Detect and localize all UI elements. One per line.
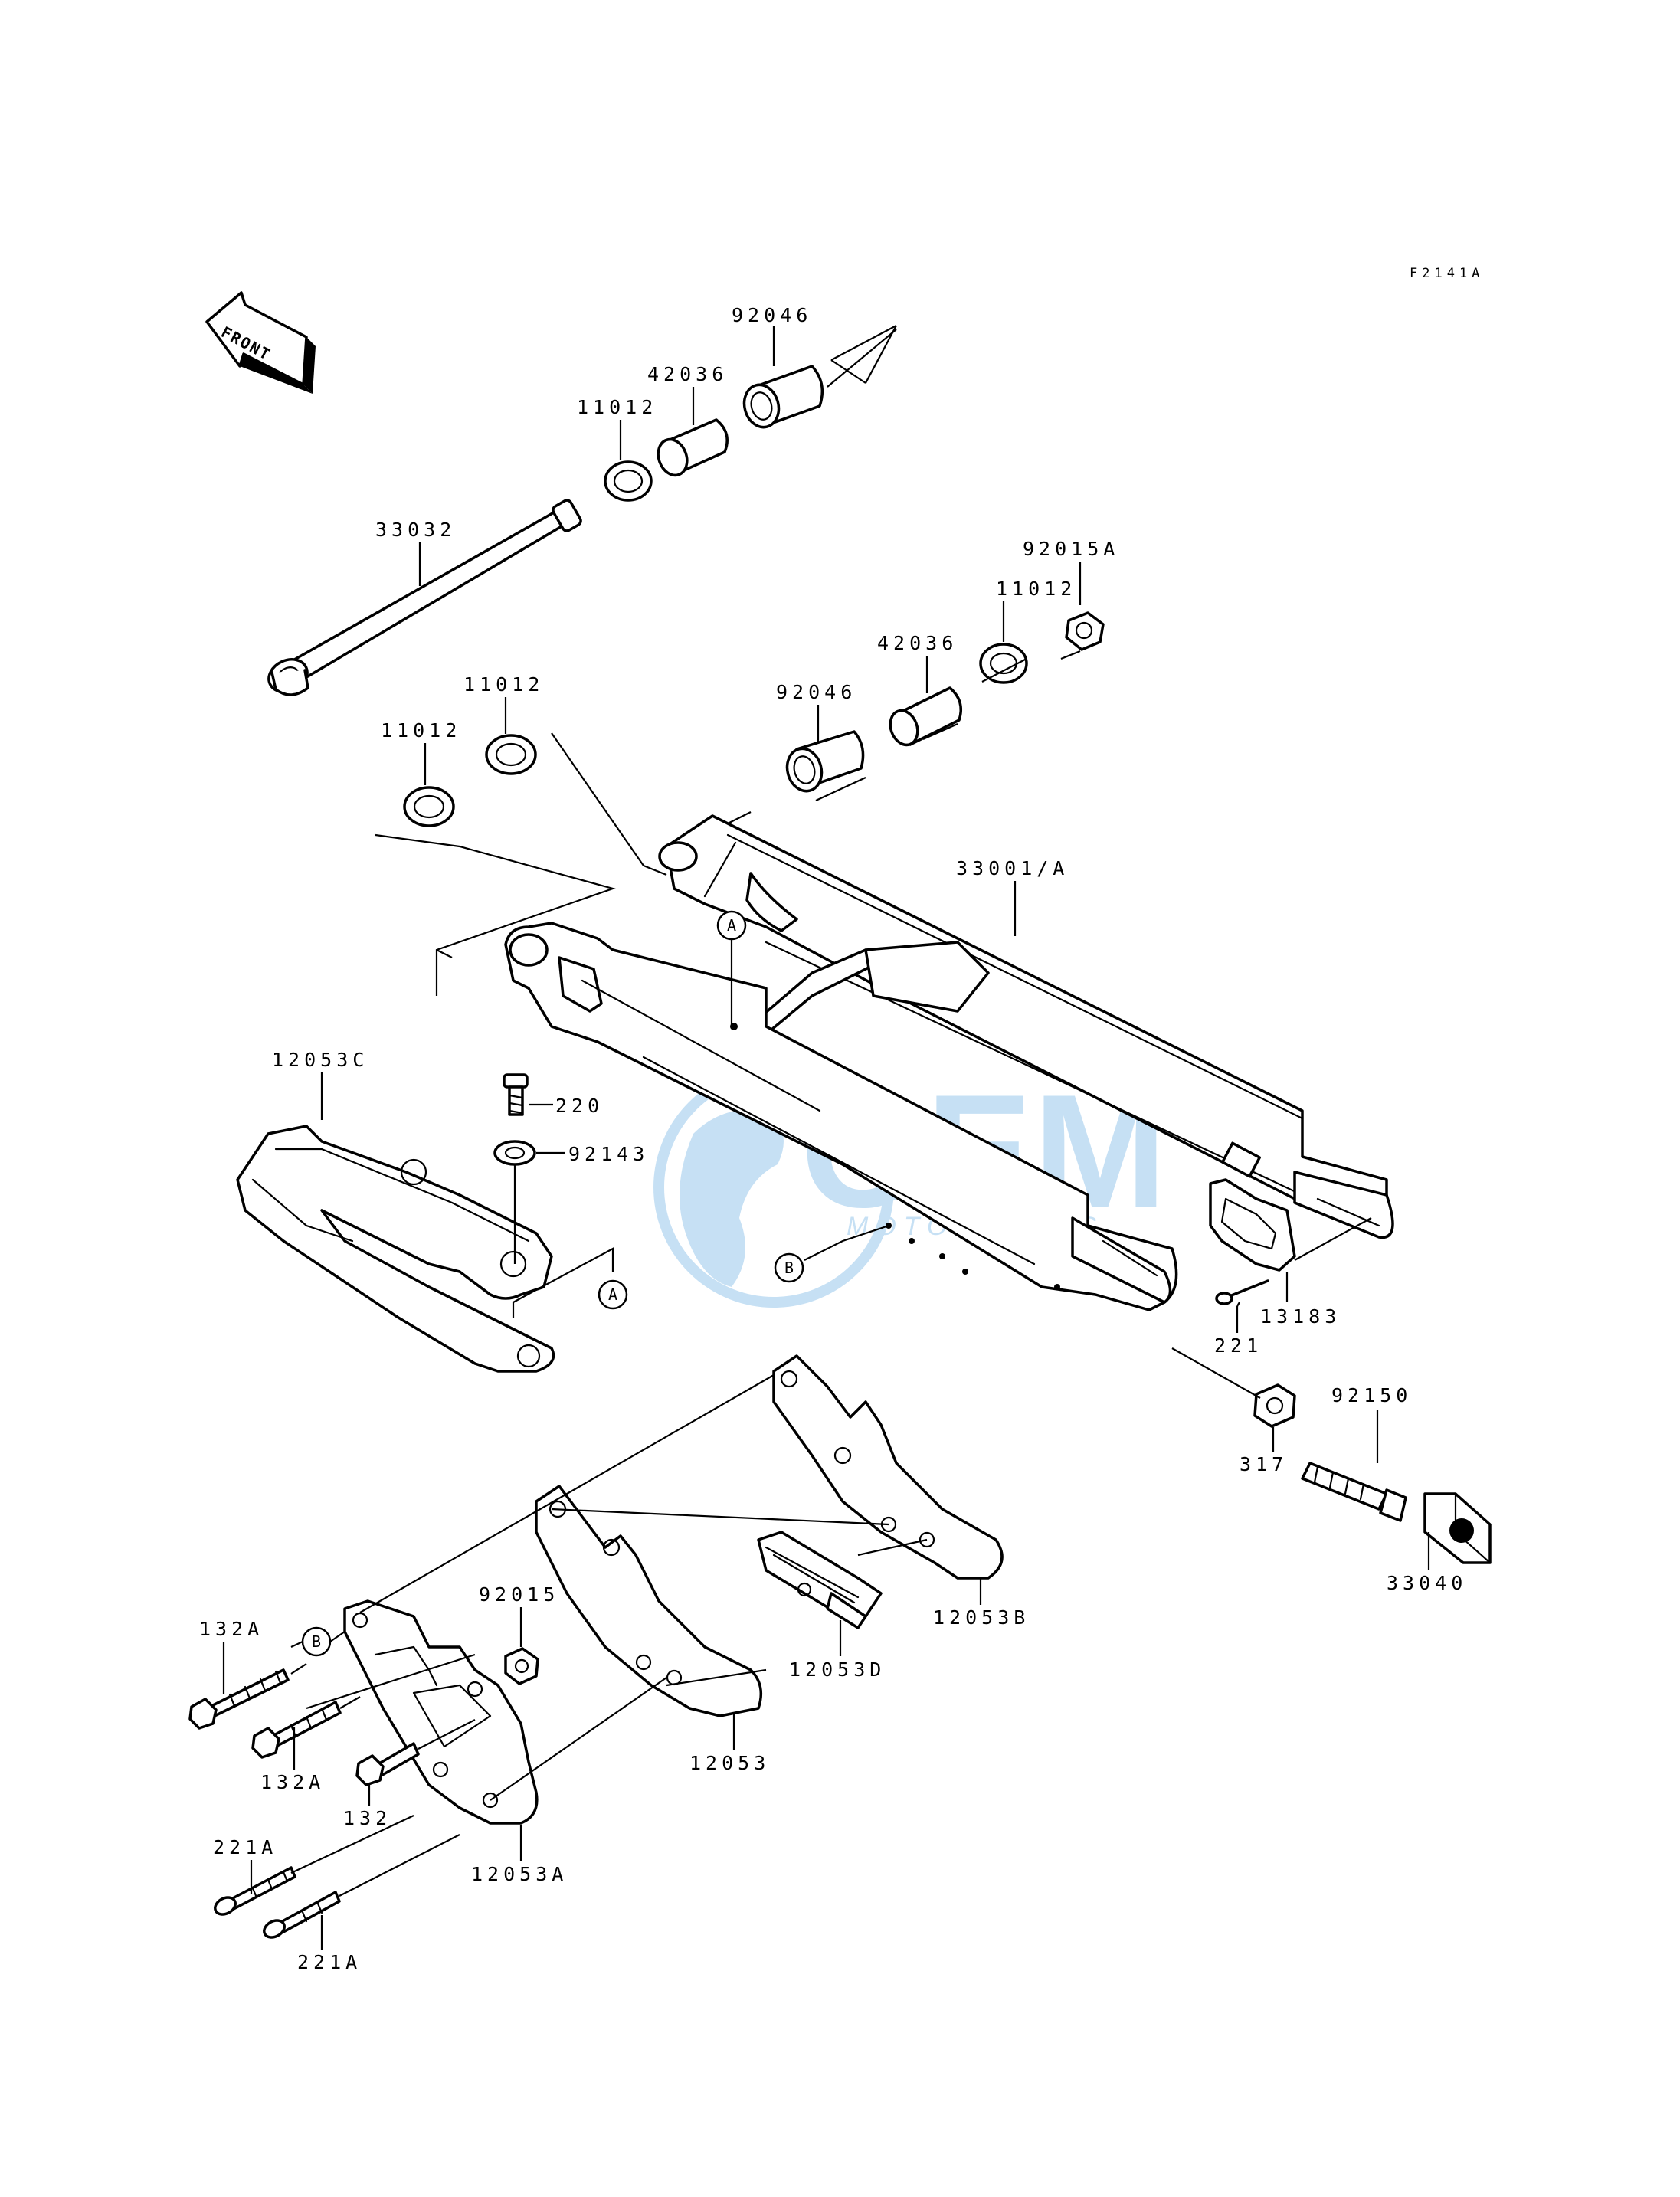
guide-plate-12053A <box>343 1599 539 1825</box>
figure-code: F2141A <box>1410 266 1484 281</box>
label-12053D: 12053D <box>789 1658 886 1681</box>
label-42036-top: 42036 <box>647 363 728 385</box>
collar-92143 <box>493 1140 536 1166</box>
label-132: 132 <box>343 1807 391 1829</box>
svg-text:B: B <box>312 1632 321 1651</box>
sleeve-42036-right <box>889 686 962 747</box>
label-42036-right: 42036 <box>877 632 958 654</box>
screw-220 <box>503 1073 529 1116</box>
label-13183: 13183 <box>1260 1305 1341 1328</box>
label-132A-2: 132A <box>260 1771 325 1793</box>
screw-221A-2 <box>263 1891 341 1939</box>
label-11012-right: 11012 <box>996 578 1076 600</box>
label-92046-top: 92046 <box>732 304 812 326</box>
label-33032: 33032 <box>375 519 456 541</box>
pivot-shaft-33032 <box>267 499 582 696</box>
label-33001A: 33001/A <box>956 857 1069 879</box>
seal-11012-left <box>403 786 455 827</box>
seal-11012-top <box>604 460 653 502</box>
label-221: 221 <box>1214 1334 1262 1357</box>
label-12053B: 12053B <box>933 1606 1030 1629</box>
label-12053: 12053 <box>689 1752 770 1774</box>
label-221A-1: 221A <box>213 1836 277 1858</box>
chain-adjuster-block-33040 <box>1423 1492 1492 1564</box>
nut-92015 <box>504 1647 539 1685</box>
chain-slipper-12053C <box>236 1125 555 1373</box>
bolt-132A-1 <box>188 1668 290 1730</box>
label-33040: 33040 <box>1387 1572 1467 1594</box>
label-92015: 92015 <box>479 1583 559 1606</box>
bolt-132 <box>355 1742 420 1786</box>
label-132A-1: 132A <box>199 1618 264 1640</box>
svg-text:B: B <box>784 1259 794 1277</box>
guide-plate-12053B <box>772 1354 1004 1580</box>
label-92015A: 92015A <box>1023 538 1119 560</box>
nut-92015A <box>1065 611 1105 651</box>
screw-221 <box>1215 1279 1269 1305</box>
callout-b-mid: B <box>774 1252 804 1283</box>
label-220: 220 <box>555 1095 604 1117</box>
plate-13183 <box>1209 1178 1296 1272</box>
label-317: 317 <box>1240 1453 1288 1475</box>
label-92046-right: 92046 <box>776 681 856 703</box>
label-92150: 92150 <box>1331 1384 1412 1406</box>
svg-text:A: A <box>727 916 736 935</box>
needle-bearing-92046-top <box>742 365 824 429</box>
svg-text:A: A <box>608 1285 617 1304</box>
callout-a-top: A <box>716 910 747 941</box>
label-12053A: 12053A <box>471 1863 568 1885</box>
front-direction-arrow-icon: FRONT <box>205 291 316 394</box>
label-11012-left: 11012 <box>381 719 461 742</box>
adjuster-bolt-92150 <box>1301 1462 1407 1522</box>
guide-plate-12053 <box>535 1485 763 1717</box>
bolt-132A-2 <box>251 1701 342 1759</box>
guide-block-12053D <box>757 1531 883 1629</box>
callout-a-left: A <box>598 1279 628 1310</box>
callout-b-low: B <box>301 1626 332 1657</box>
label-11012-mid: 11012 <box>463 673 544 696</box>
screw-221A-1 <box>214 1866 296 1916</box>
label-12053C: 12053C <box>272 1049 368 1071</box>
sleeve-42036-top <box>657 418 729 477</box>
swingarm-33001A <box>504 814 1394 1311</box>
label-11012-top: 11012 <box>577 396 657 418</box>
label-92143: 92143 <box>568 1143 649 1165</box>
needle-bearing-92046-right <box>785 730 865 793</box>
seal-11012-right <box>979 643 1028 684</box>
seal-11012-mid <box>485 734 537 775</box>
nut-317 <box>1253 1383 1296 1428</box>
label-221A-2: 221A <box>297 1951 362 1973</box>
